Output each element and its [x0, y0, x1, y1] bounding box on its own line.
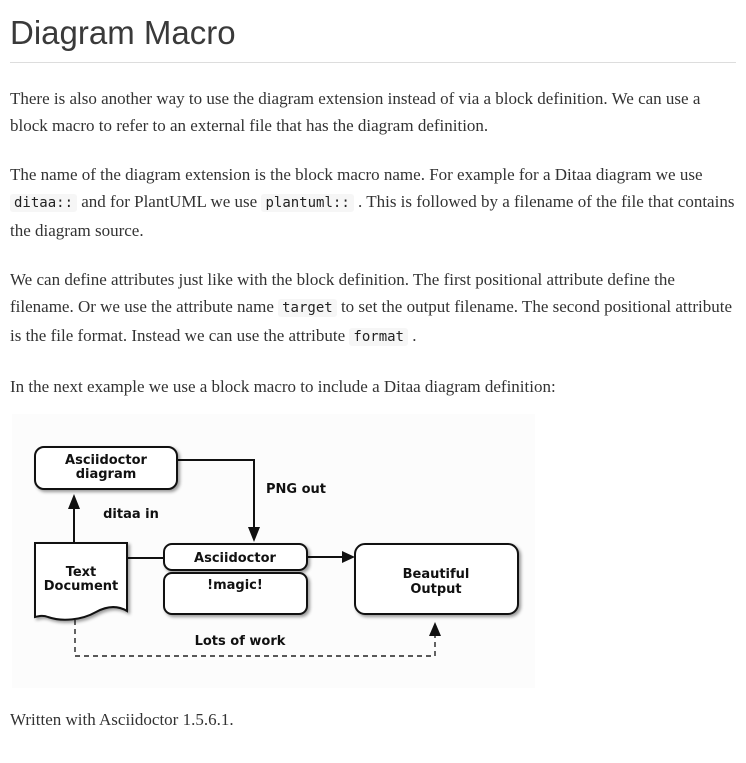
paragraph: The name of the diagram extension is the…	[10, 164, 735, 240]
node-magic	[163, 571, 308, 615]
edge-lots-of-work-line	[74, 619, 436, 657]
node-text-document	[34, 541, 128, 621]
paragraph: We can define attributes just like with …	[10, 269, 733, 346]
edge-lots-of-work-arrowhead	[429, 621, 441, 636]
article-body: There is also another way to use the dia…	[10, 85, 736, 400]
node-asciidoctor	[163, 542, 308, 571]
node-beautiful-output-label-line1: Beautiful	[403, 567, 470, 582]
node-asciidoctor-label: Asciidoctor	[194, 551, 277, 566]
edge-ditaa-in-arrowhead	[68, 493, 80, 509]
paragraph: There is also another way to use the dia…	[10, 88, 701, 135]
edge-label-ditaa-in: ditaa in	[103, 507, 159, 522]
node-asciidoctor-diagram-label-line2: diagram	[76, 467, 137, 482]
inline-code: target	[278, 298, 337, 317]
node-text-document-label-line2: Document	[44, 579, 119, 594]
article-page: Diagram Macro There is also another way …	[0, 14, 746, 763]
edge-png-out-arrowhead	[248, 526, 260, 542]
title-divider	[10, 61, 736, 63]
ditaa-diagram-image: ditaa in PNG out Lots of work Asciidocto…	[12, 413, 535, 688]
edge-asciidoctor-to-output-arrowhead	[342, 550, 355, 563]
edge-png-out-line	[177, 458, 255, 527]
inline-code: plantuml::	[261, 193, 354, 212]
inline-code: ditaa::	[10, 193, 78, 212]
diagram-canvas: ditaa in PNG out Lots of work Asciidocto…	[34, 445, 519, 657]
edge-label-png-out: PNG out	[266, 482, 326, 497]
node-text-document-label-line1: Text	[66, 565, 97, 580]
node-asciidoctor-diagram-label-line1: Asciidoctor	[65, 453, 148, 468]
edge-label-lots-of-work: Lots of work	[195, 634, 286, 649]
paragraph: In the next example we use a block macro…	[10, 376, 556, 396]
node-beautiful-output	[354, 542, 519, 615]
node-asciidoctor-diagram	[34, 445, 178, 490]
footer-note: Written with Asciidoctor 1.5.6.1.	[10, 709, 234, 729]
page-title: Diagram Macro	[10, 14, 236, 51]
node-magic-label: !magic!	[207, 578, 263, 593]
node-beautiful-output-label-line2: Output	[410, 582, 461, 597]
inline-code: format	[349, 327, 408, 346]
